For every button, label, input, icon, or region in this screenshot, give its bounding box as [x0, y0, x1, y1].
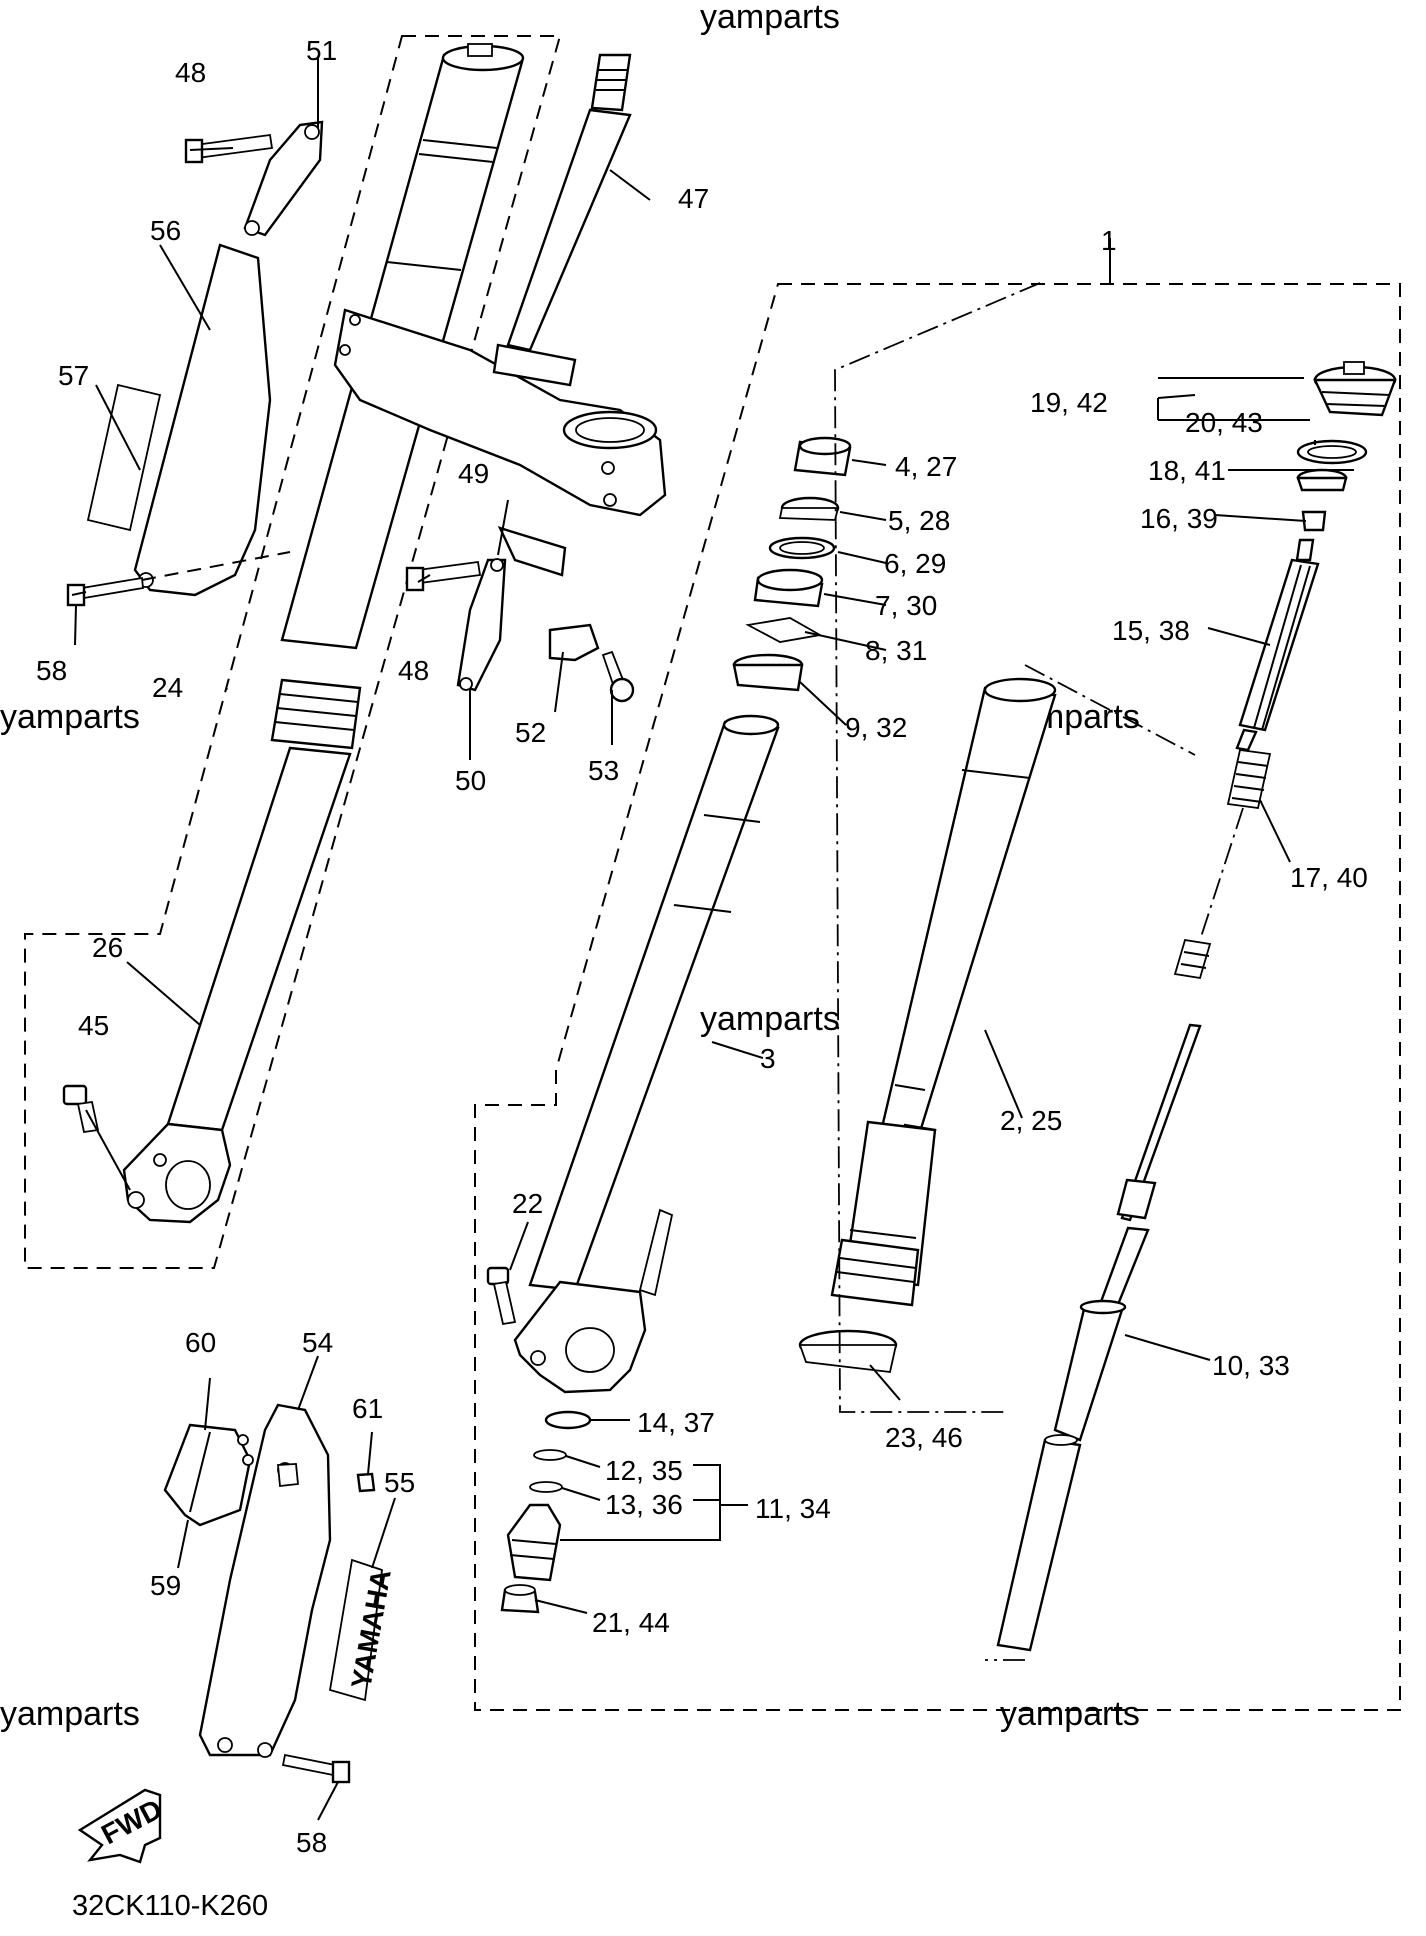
- inner-tube-3: [513, 714, 780, 1394]
- seal-stack: [732, 436, 852, 692]
- left-fork-inner-tube: [166, 746, 352, 1132]
- forward-arrow-icon: FWD: [77, 1788, 167, 1864]
- callout-47: 47: [678, 183, 709, 214]
- callout-50: 50: [455, 765, 486, 796]
- callout-24: 24: [152, 672, 183, 703]
- callout-1: 1: [1101, 225, 1117, 256]
- callout-23-46: 23, 46: [885, 1422, 963, 1453]
- diagram-code: 32CK110-K260: [72, 1890, 268, 1922]
- callout-53: 53: [588, 755, 619, 786]
- triple-clamp: [333, 308, 667, 517]
- callout-19-42: 19, 42: [1030, 387, 1108, 418]
- callout-2-25: 2, 25: [1000, 1105, 1062, 1136]
- callout-21-44: 21, 44: [592, 1607, 670, 1638]
- callout-labels: 1 2, 25 3 4, 27 5, 28 6, 29 7, 30 8, 31 …: [36, 35, 1368, 1858]
- cable-guide-59: [163, 1423, 376, 1527]
- watermark-center: yamparts: [700, 1000, 840, 1038]
- bolt-45: [62, 1084, 100, 1134]
- left-fork-assembly: [122, 43, 525, 1224]
- assembly-24-outline: [24, 35, 562, 1269]
- callout-51: 51: [306, 35, 337, 66]
- fork-spring-17: [1173, 748, 1272, 980]
- callout-60: 60: [185, 1327, 216, 1358]
- fork-protector-lower: YAMAHA: [198, 1403, 397, 1784]
- callout-58-bottom: 58: [296, 1827, 327, 1858]
- bolt-22: [486, 1266, 517, 1326]
- callout-7-30: 7, 30: [875, 590, 937, 621]
- callout-26: 26: [92, 932, 123, 963]
- callout-48-top: 48: [175, 57, 206, 88]
- callout-20-43: 20, 43: [1185, 407, 1263, 438]
- oil-lock-ring-23: [798, 1329, 898, 1373]
- callout-59: 59: [150, 1570, 181, 1601]
- assembly-1-outline: [474, 283, 1401, 1711]
- callout-6-29: 6, 29: [884, 548, 946, 579]
- callout-57: 57: [58, 360, 89, 391]
- callout-16-39: 16, 39: [1140, 503, 1218, 534]
- callout-61: 61: [352, 1393, 383, 1424]
- callout-18-41: 18, 41: [1148, 455, 1226, 486]
- callout-14-37: 14, 37: [637, 1407, 715, 1438]
- headlight-bracket-upper: [184, 120, 324, 237]
- callout-12-35: 12, 35: [605, 1455, 683, 1486]
- callout-49: 49: [458, 458, 489, 489]
- damper-rod-10: [996, 1023, 1202, 1652]
- callout-9-32: 9, 32: [845, 712, 907, 743]
- callout-48-mid: 48: [398, 655, 429, 686]
- headlight-bracket-lower: [405, 526, 635, 703]
- watermark-left: yamparts: [0, 698, 140, 736]
- spring-guide-15: [1235, 538, 1320, 752]
- callout-11-34: 11, 34: [755, 1493, 831, 1524]
- callout-15-38: 15, 38: [1112, 615, 1190, 646]
- callout-54: 54: [302, 1327, 333, 1358]
- callout-22: 22: [512, 1188, 543, 1219]
- callout-4-27: 4, 27: [895, 451, 957, 482]
- watermark-bottom-left: yamparts: [0, 1695, 140, 1733]
- steering-shaft: [492, 53, 632, 387]
- callout-3: 3: [760, 1043, 776, 1074]
- leader-lines: [71, 58, 1354, 1821]
- callout-58-top: 58: [36, 655, 67, 686]
- decal-57: [86, 383, 162, 532]
- under-bracket: [333, 308, 667, 517]
- outer-tube-2: [830, 677, 1057, 1307]
- callout-8-31: 8, 31: [865, 635, 927, 666]
- callout-56: 56: [150, 215, 181, 246]
- callout-55: 55: [384, 1467, 415, 1498]
- fork-protector-54: [198, 1403, 332, 1757]
- callout-5-28: 5, 28: [888, 505, 950, 536]
- callout-45: 45: [78, 1010, 109, 1041]
- callout-52: 52: [515, 717, 546, 748]
- fork-protector-left: [66, 243, 272, 607]
- watermark-bottom-right: yamparts: [1000, 1695, 1140, 1733]
- callout-10-33: 10, 33: [1212, 1350, 1290, 1381]
- cap-bolt-assembly: [1296, 361, 1397, 532]
- callout-17-40: 17, 40: [1290, 862, 1368, 893]
- base-valve-assembly: [500, 1410, 592, 1614]
- watermark-top: yamparts: [700, 0, 840, 36]
- callout-13-36: 13, 36: [605, 1489, 683, 1520]
